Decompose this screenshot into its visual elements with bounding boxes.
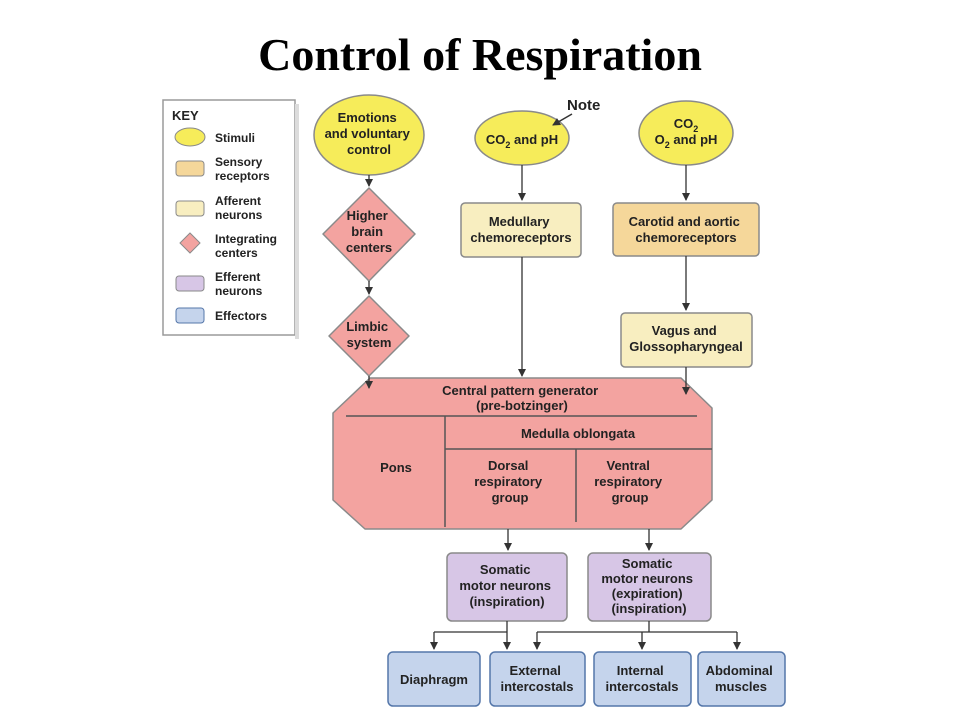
- key-swatch-afferent: [175, 200, 205, 217]
- effector-internal-intercostals-node: [593, 651, 692, 707]
- key-swatch-stimuli: [174, 127, 206, 147]
- vagus-glossopharyngeal-label: Vagus and Glossopharyngeal: [629, 323, 742, 354]
- key-shadow: [295, 104, 299, 339]
- key-label-stimuli: Stimuli: [215, 131, 255, 145]
- medulla-oblongata-label: Medulla oblongata: [521, 426, 636, 441]
- key-label-effectors: Effectors: [215, 309, 267, 323]
- effector-internal-intercostals-label: Internal intercostals: [606, 663, 679, 694]
- carotid-aortic-chemoreceptors-label: Carotid and aortic chemoreceptors: [629, 214, 744, 245]
- effector-external-intercostals-label: External intercostals: [501, 663, 574, 694]
- key-swatch-sensory: [175, 160, 205, 177]
- effector-diaphragm-node: [387, 651, 481, 707]
- limbic-system-label: Limbic system: [346, 319, 392, 350]
- stimulus-emotions-label: Emotions and voluntary control: [325, 110, 414, 157]
- medullary-chemoreceptors-node: [460, 202, 582, 258]
- key-swatch-effectors: [175, 307, 205, 324]
- somatic-motor-inspiration-label: Somatic motor neurons (inspiration): [459, 562, 554, 609]
- effector-abdominal-muscles-node: [697, 651, 786, 707]
- key-swatch-integrating: [179, 232, 201, 254]
- higher-brain-centers-label: Higher brain centers: [346, 208, 392, 255]
- effector-external-intercostals-node: [489, 651, 586, 707]
- ventral-respiratory-group-label: Ventral respiratory group: [594, 458, 666, 505]
- key-swatch-efferent: [175, 275, 205, 292]
- note-arrow: [552, 113, 573, 126]
- note-label: Note: [567, 97, 600, 114]
- dorsal-respiratory-group-label: Dorsal respiratory group: [474, 458, 546, 505]
- effector-diaphragm-label: Diaphragm: [400, 672, 468, 687]
- effector-abdominal-muscles-label: Abdominal muscles: [706, 663, 777, 694]
- somatic-motor-expiration-label: Somatic motor neurons (expiration) (insp…: [601, 556, 696, 616]
- page-title: Control of Respiration: [258, 29, 702, 80]
- key-heading: KEY: [172, 108, 199, 123]
- stimulus-co2-ph-label: CO2 and pH: [486, 132, 558, 150]
- connectors: [365, 165, 741, 650]
- medullary-chemoreceptors-label: Medullary chemoreceptors: [470, 214, 571, 245]
- central-pattern-generator-label: Central pattern generator (pre-botzinger…: [442, 383, 602, 413]
- pons-label: Pons: [380, 460, 412, 475]
